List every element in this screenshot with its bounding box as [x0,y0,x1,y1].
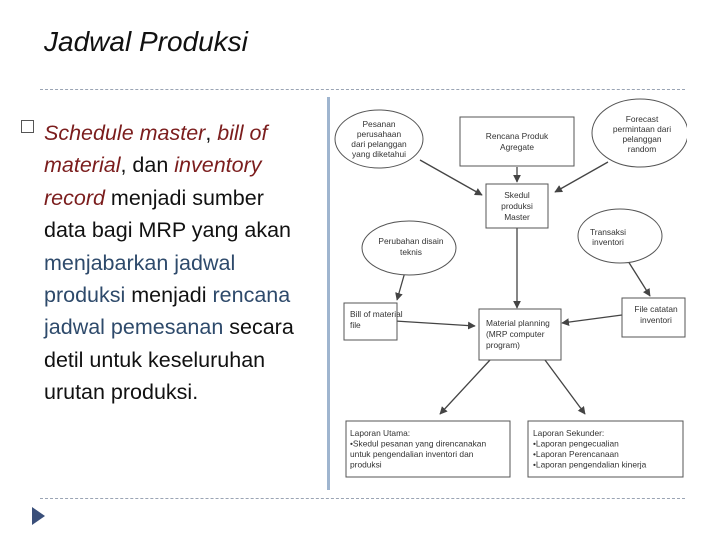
bullet-segment: , dan [120,153,175,178]
bullet-segment: Schedule master [44,121,206,145]
diagram-label-line: pelanggan [622,134,661,144]
diagram-label-line: •Skedul pesanan yang direncanakan [350,439,486,449]
node-transaksi-shape [577,208,663,264]
bullet-segment: inventory record [44,153,262,210]
diagram-label-line: •Laporan pengecualian [533,439,619,449]
diagram-label-line: Forecast [626,114,659,124]
diagram-label-line: Transaksi [590,227,626,237]
node-filecatatan-shape [621,297,686,338]
diagram-label-line: inventori [640,315,672,325]
diagram-label-line: random [628,144,656,154]
diagram-label-line: Rencana Produk [486,131,549,141]
diagram-label-line: Laporan Sekunder: [533,428,604,438]
bullet-segment: secara detil untuk keseluruhan urutan pr… [44,315,294,405]
bullet-segment: rencana jadwal pemesanan [44,283,291,340]
diagram-label-line: Bill of material [350,309,403,319]
diagram-label-line: file [350,320,361,330]
node-forecast-shape [591,98,687,168]
node-mrp-shape [478,308,562,361]
diagram-label-line: teknis [400,247,422,257]
node-laporan-sekunder-label: Laporan Sekunder:•Laporan pengecualian•L… [533,428,647,470]
diagram-label-line: Skedul [504,190,530,200]
diagram-label-line: yang diketahui [352,149,406,159]
diagram-label-line: •Laporan Perencanaan [533,449,619,459]
arrow-mrp-laporan-utama [439,359,491,415]
node-laporan-sekunder-shape [527,420,684,478]
top-divider [40,89,685,90]
diagram-label-line: Agregate [500,142,534,152]
diagram-label-line: (MRP computer [486,329,545,339]
diagram-label-line: Pesanan [362,119,395,129]
diagram-label-line: permintaan dari [613,124,671,134]
bullet-segment: menjadi [125,283,213,308]
diagram-label-line: dari pelanggan [351,139,407,149]
bullet-segment: , [205,121,218,145]
bullet-segment: bill of material [44,121,268,178]
arrow-forecast-skedul [554,161,609,193]
diagram-label-line: perusahaan [357,129,402,139]
arrow-file-mrp [561,314,623,326]
arrow-mrp-laporan-sekunder [544,359,586,415]
bullet-text: Schedule master, bill of material, dan i… [44,117,304,409]
diagram-label-line: produksi [350,460,382,470]
bullet-segment: menjabarkan jadwal produksi [44,250,236,308]
diagram-label-line: File catatan [634,304,678,314]
bottom-divider [40,498,685,499]
node-rencana-shape [459,116,575,167]
arrow-transaksi-file [627,260,651,297]
arrow-pesanan-skedul [419,159,483,196]
node-bom-shape [343,302,398,341]
arrow-bom-mrp [394,320,476,330]
node-pesanan-shape [334,109,424,169]
arrow-perubahan-bom [395,271,406,301]
diagram-label-line: •Laporan pengendalian kinerja [533,460,647,470]
node-perubahan-shape [361,220,457,276]
diagram-label-line: Perubahan disain [378,236,444,246]
diagram-label-line: Material planning [486,318,550,328]
next-slide-arrow-icon[interactable] [32,507,45,525]
bullet-segment: menjadi sumber data bagi MRP yang akan [44,185,292,243]
node-laporan-utama-label: Laporan Utama:•Skedul pesanan yang diren… [350,428,486,470]
node-skedul-shape [485,183,549,229]
vertical-divider [327,97,330,490]
diagram-label-line: untuk pengendalian inventori dan [350,449,474,459]
diagram-label-line: Laporan Utama: [350,428,410,438]
diagram-label-line: inventori [592,237,624,247]
diagram-label-line: program) [486,340,520,350]
page-title: Jadwal Produksi [44,26,248,57]
diagram-label-line: produksi [501,201,533,211]
node-laporan-utama-shape [345,420,511,478]
bullet-icon [21,120,34,133]
diagram-label-line: Master [504,212,530,222]
